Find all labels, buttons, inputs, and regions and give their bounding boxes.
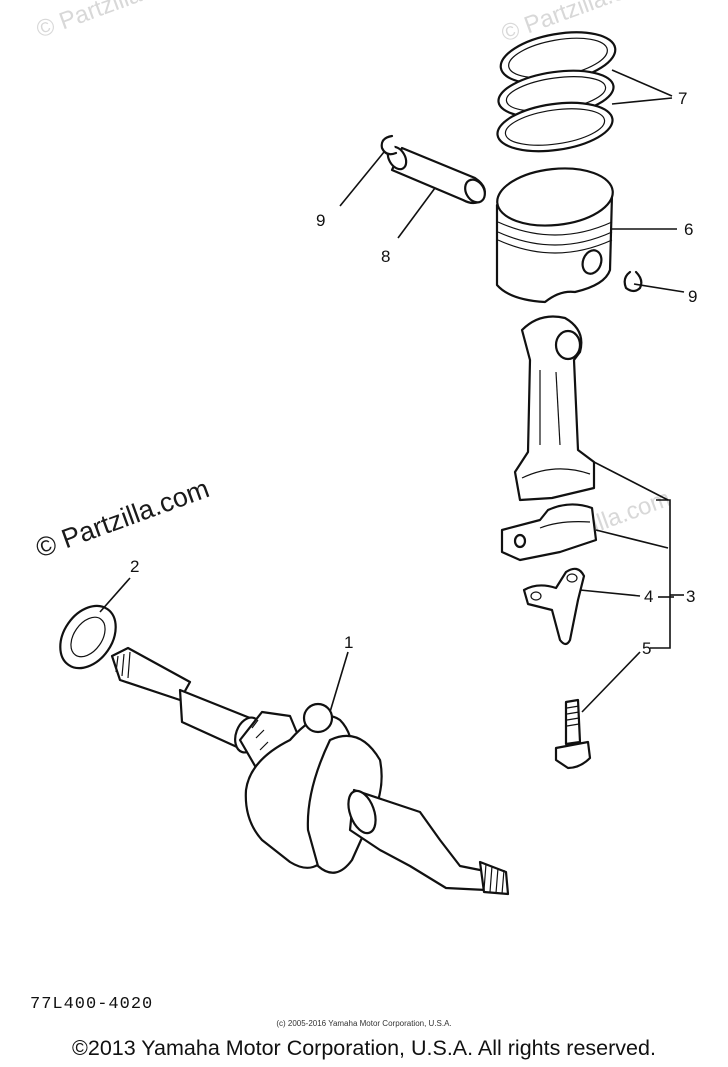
callout-9a: 9 [316,211,325,230]
callout-9b: 9 [688,287,697,306]
callout-8: 8 [381,247,390,266]
leader-9b [633,283,685,293]
circlip-right [623,270,643,293]
callout-4: 4 [644,587,653,606]
callout-5: 5 [642,639,651,658]
lock-washer [522,567,586,646]
piston [495,167,614,304]
connecting-rod [513,315,596,502]
leader-9a [339,151,385,207]
crankshaft [110,646,510,896]
rod-cap [500,503,598,562]
thrust-washer [59,604,117,670]
leader-4 [579,589,641,597]
callout-6: 6 [684,220,693,239]
piston-rings [496,31,617,153]
leader-7b [611,97,673,105]
leader-3a [593,461,669,501]
small-copyright: (c) 2005-2016 Yamaha Motor Corporation, … [276,1019,451,1028]
piston-pin [386,145,486,205]
watermark-center: © Partzilla.com [32,473,213,563]
leader-8 [397,187,436,239]
callout-1: 1 [344,633,353,652]
callout-7: 7 [678,89,687,108]
footer-copyright: ©2013 Yamaha Motor Corporation, U.S.A. A… [72,1036,656,1060]
callout-3: 3 [686,587,695,606]
leader-1 [329,651,349,713]
watermark-top-left: © Partzilla.com [33,0,194,44]
diagram-code: 77L400-4020 [30,995,153,1014]
leader-5 [581,651,641,713]
rod-bolt [554,698,592,770]
bracket-3 [650,499,671,649]
callout-2: 2 [130,557,139,576]
circlip-left [380,134,398,156]
leader-2 [99,577,131,613]
leader-7a [611,69,673,97]
leader-3b [595,529,669,549]
